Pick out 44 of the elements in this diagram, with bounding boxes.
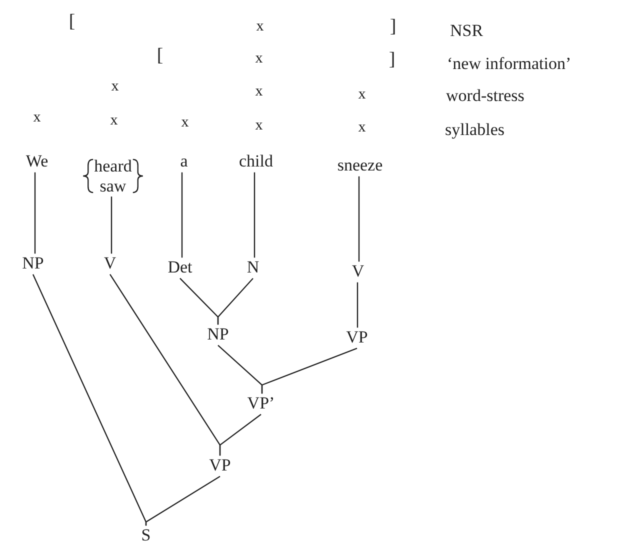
category-label: VP bbox=[346, 328, 368, 348]
tree-branch bbox=[217, 278, 254, 325]
tier-label: syllables bbox=[445, 120, 504, 140]
grid-mark: x bbox=[33, 110, 41, 126]
word: heard bbox=[94, 156, 132, 176]
bracket: ] bbox=[388, 49, 396, 71]
grid-mark: x bbox=[358, 120, 366, 136]
category-label: Det bbox=[168, 258, 192, 278]
category-label: VP bbox=[209, 456, 231, 476]
category-label: NP bbox=[207, 326, 229, 344]
category-label: VP’ bbox=[247, 394, 275, 414]
grid-mark: x bbox=[256, 18, 264, 36]
category-label: S bbox=[141, 526, 151, 545]
word: We bbox=[26, 152, 48, 172]
word: a bbox=[180, 152, 188, 172]
category-label: V bbox=[104, 254, 116, 274]
tree-branch bbox=[356, 282, 358, 328]
tier-label: word-stress bbox=[446, 86, 524, 106]
tier-label: ‘new information’ bbox=[447, 54, 572, 74]
category-label: N bbox=[246, 258, 260, 278]
bracket: [ bbox=[156, 45, 164, 67]
bracket: [ bbox=[68, 11, 76, 33]
tree-branch bbox=[145, 476, 220, 526]
word: child bbox=[239, 152, 273, 172]
tree-branch bbox=[181, 172, 183, 258]
grid-mark: x bbox=[111, 78, 119, 96]
tree-branch bbox=[254, 172, 256, 258]
grid-mark: x bbox=[255, 84, 263, 100]
word: saw bbox=[100, 176, 126, 196]
grid-mark: x bbox=[255, 50, 263, 68]
category-label: V bbox=[352, 262, 364, 282]
tree-branch bbox=[219, 414, 262, 456]
word: sneeze bbox=[337, 156, 383, 176]
bracket: ] bbox=[390, 16, 396, 38]
tree-branch bbox=[34, 172, 36, 254]
grid-mark: x bbox=[358, 86, 366, 104]
tree-branch bbox=[261, 348, 358, 394]
tier-label: NSR bbox=[450, 21, 484, 41]
category-label: NP bbox=[22, 254, 44, 274]
grid-mark: x bbox=[181, 114, 189, 132]
grid-mark: x bbox=[255, 118, 263, 134]
tree-branch bbox=[358, 176, 360, 262]
grid-mark: x bbox=[110, 112, 118, 130]
tree-branch bbox=[110, 196, 112, 254]
